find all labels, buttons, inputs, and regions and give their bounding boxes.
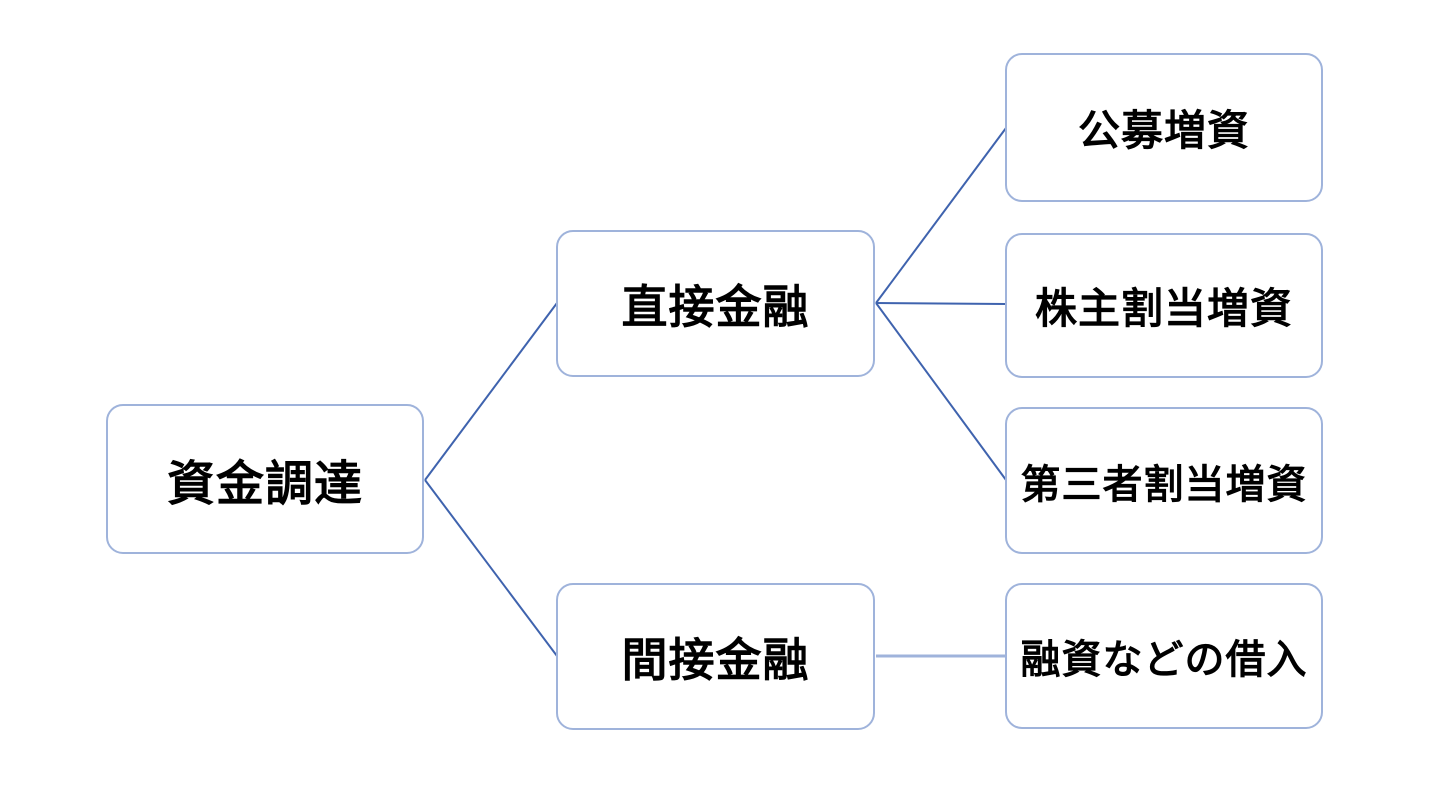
node-fundraising-label: 資金調達 bbox=[166, 458, 363, 511]
node-public-offering: 公募増資 bbox=[1005, 53, 1323, 202]
node-shareholder-allotment: 株主割当増資 bbox=[1005, 233, 1323, 378]
node-third-party-allotment: 第三者割当増資 bbox=[1005, 407, 1323, 554]
node-third-party-allotment-label: 第三者割当増資 bbox=[1020, 462, 1308, 507]
node-loan-borrowing-label: 融資などの借入 bbox=[1020, 638, 1308, 682]
node-indirect-finance: 間接金融 bbox=[556, 583, 875, 730]
edge-direct-public-offering bbox=[875, 127, 1007, 304]
edge-root-direct bbox=[424, 302, 558, 481]
node-direct-finance-label: 直接金融 bbox=[621, 280, 810, 333]
edge-root-indirect bbox=[424, 479, 558, 657]
edge-direct-shareholder-allotment bbox=[875, 302, 1007, 305]
node-public-offering-label: 公募増資 bbox=[1077, 107, 1250, 154]
edge-direct-third-party-allotment bbox=[875, 302, 1007, 481]
node-fundraising: 資金調達 bbox=[106, 404, 424, 554]
node-shareholder-allotment-label: 株主割当増資 bbox=[1034, 285, 1293, 332]
node-loan-borrowing: 融資などの借入 bbox=[1005, 583, 1323, 729]
node-direct-finance: 直接金融 bbox=[556, 230, 875, 377]
node-indirect-finance-label: 間接金融 bbox=[621, 633, 810, 686]
